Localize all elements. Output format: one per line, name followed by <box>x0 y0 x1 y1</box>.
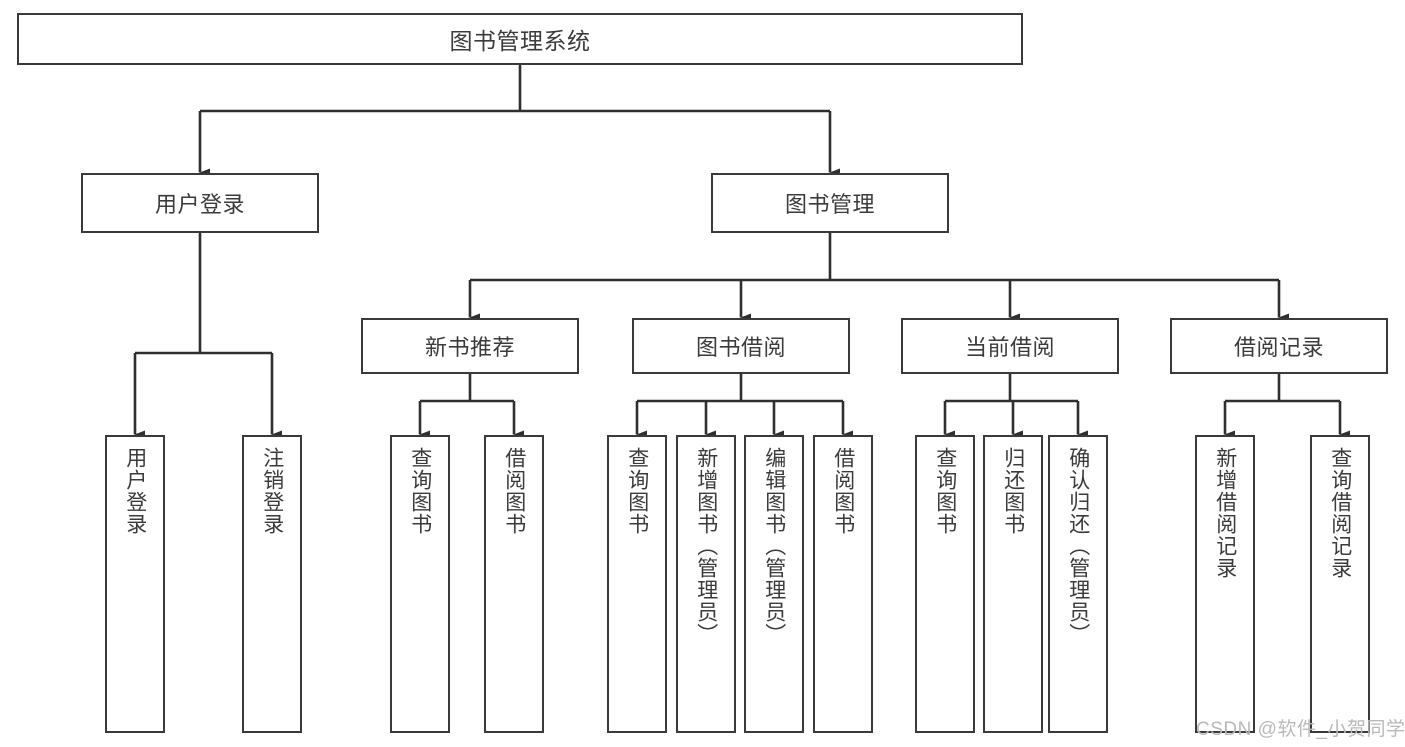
node-book-borrow[interactable]: 图书借阅 <box>632 318 850 374</box>
node-leaf-add-record-label: 新增借阅记录 <box>1213 447 1237 579</box>
node-borrow-record-label: 借阅记录 <box>1233 335 1324 360</box>
node-user-login[interactable]: 用户登录 <box>81 173 319 233</box>
node-leaf-query-book-2-label: 查询图书 <box>625 447 649 535</box>
node-leaf-query-record-label: 查询借阅记录 <box>1328 447 1352 579</box>
node-leaf-return-book-label: 归还图书 <box>1001 447 1025 535</box>
node-leaf-borrow-book-1[interactable]: 借阅图书 <box>484 435 544 733</box>
node-borrow-record[interactable]: 借阅记录 <box>1170 318 1388 374</box>
node-leaf-add-record[interactable]: 新增借阅记录 <box>1195 435 1255 733</box>
node-root-label: 图书管理系统 <box>449 28 591 54</box>
node-current-borrow-label: 当前借阅 <box>964 335 1055 360</box>
connector-lines <box>133 65 1351 439</box>
node-leaf-borrow-book-2[interactable]: 借阅图书 <box>813 435 873 733</box>
node-leaf-query-book-3-label: 查询图书 <box>933 447 957 535</box>
node-book-manage-label: 图书管理 <box>784 192 875 217</box>
node-leaf-query-record[interactable]: 查询借阅记录 <box>1310 435 1370 733</box>
node-book-manage[interactable]: 图书管理 <box>711 173 949 233</box>
node-leaf-user-login-label: 用户登录 <box>123 447 147 535</box>
node-leaf-query-book-1-label: 查询图书 <box>408 447 432 535</box>
node-leaf-borrow-book-1-label: 借阅图书 <box>502 447 526 535</box>
node-leaf-query-book-2[interactable]: 查询图书 <box>607 435 667 733</box>
node-leaf-confirm-return[interactable]: 确认归还（管理员） <box>1048 435 1108 733</box>
node-leaf-user-logout[interactable]: 注销登录 <box>242 435 302 733</box>
node-leaf-add-book[interactable]: 新增图书（管理员） <box>676 435 736 733</box>
node-user-login-label: 用户登录 <box>154 192 245 217</box>
node-leaf-query-book-3[interactable]: 查询图书 <box>915 435 975 733</box>
node-new-book-recommend[interactable]: 新书推荐 <box>361 318 579 374</box>
node-leaf-return-book[interactable]: 归还图书 <box>983 435 1043 733</box>
node-leaf-user-login[interactable]: 用户登录 <box>105 435 165 733</box>
node-book-borrow-label: 图书借阅 <box>695 335 786 360</box>
csdn-watermark: CSDN @软件_小贺同学 <box>1196 719 1405 740</box>
node-leaf-borrow-book-2-label: 借阅图书 <box>831 447 855 535</box>
node-leaf-edit-book[interactable]: 编辑图书（管理员） <box>744 435 804 733</box>
node-leaf-user-logout-label: 注销登录 <box>260 447 284 535</box>
node-root[interactable]: 图书管理系统 <box>17 13 1023 65</box>
node-current-borrow[interactable]: 当前借阅 <box>901 318 1119 374</box>
node-leaf-confirm-return-label: 确认归还（管理员） <box>1066 447 1090 645</box>
node-new-book-recommend-label: 新书推荐 <box>424 335 515 360</box>
node-leaf-add-book-label: 新增图书（管理员） <box>694 447 718 645</box>
node-leaf-query-book-1[interactable]: 查询图书 <box>390 435 450 733</box>
node-leaf-edit-book-label: 编辑图书（管理员） <box>762 447 786 645</box>
